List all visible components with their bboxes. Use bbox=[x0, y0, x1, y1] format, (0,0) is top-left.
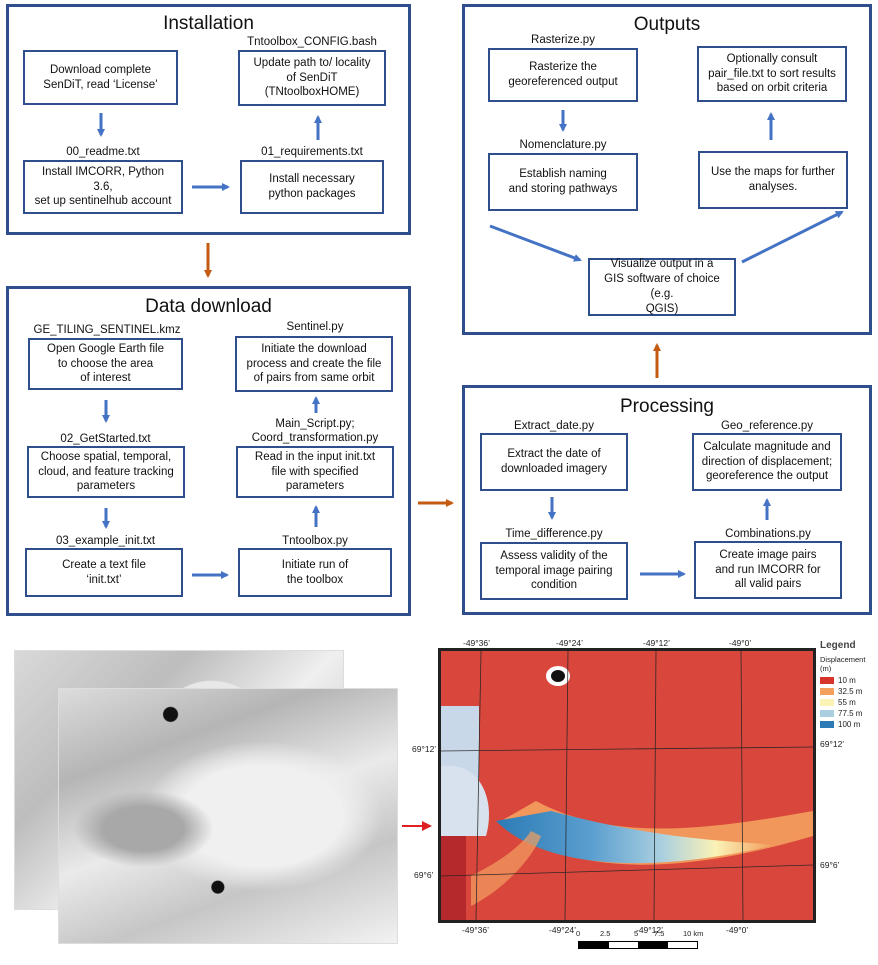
create-init-box: Create a text file ‘init.txt’ bbox=[25, 548, 183, 597]
legend-swatch bbox=[820, 721, 834, 728]
bottom-lon-4: -49°0’ bbox=[726, 925, 749, 935]
left-lat-2: 69°6’ bbox=[414, 870, 434, 880]
tntoolbox-filename: Tntoolbox.py bbox=[282, 535, 348, 547]
extract-date-filename: Extract_date.py bbox=[514, 420, 594, 432]
outputs-title: Outputs bbox=[633, 14, 701, 35]
combinations-filename: Combinations.py bbox=[725, 528, 811, 540]
create-pairs-box: Create image pairs and run IMCORR for al… bbox=[694, 541, 842, 599]
legend-swatch bbox=[820, 688, 834, 695]
scale-label-5: 5 bbox=[634, 929, 639, 938]
download-sendit-box: Download complete SenDiT, read ‘License’ bbox=[23, 50, 178, 105]
open-google-earth-box: Open Google Earth file to choose the are… bbox=[28, 338, 183, 390]
satellite-image-front bbox=[58, 688, 398, 944]
legend-label: 32.5 m bbox=[838, 687, 863, 696]
scale-bar bbox=[578, 941, 698, 949]
displacement-raster bbox=[441, 651, 813, 920]
assess-validity-box: Assess validity of the temporal image pa… bbox=[480, 542, 628, 600]
choose-parameters-box: Choose spatial, temporal, cloud, and fea… bbox=[27, 446, 185, 498]
nomenclature-filename: Nomenclature.py bbox=[519, 139, 607, 151]
scale-label-0: 0 bbox=[576, 929, 581, 938]
legend-label: 100 m bbox=[838, 720, 861, 729]
scale-label-10km: 10 km bbox=[683, 929, 704, 938]
bottom-lon-3: -49°12’ bbox=[636, 925, 664, 935]
data-download-title: Data download bbox=[145, 296, 272, 317]
legend-swatch bbox=[820, 710, 834, 717]
extract-date-box: Extract the date of downloaded imagery bbox=[480, 433, 628, 491]
initiate-toolbox-box: Initiate run of the toolbox bbox=[238, 548, 392, 597]
calculate-displacement-box: Calculate magnitude and direction of dis… bbox=[692, 433, 842, 491]
legend-item: 100 m bbox=[820, 720, 878, 729]
top-lon-1: -49°36’ bbox=[463, 638, 491, 648]
top-lon-3: -49°12’ bbox=[643, 638, 671, 648]
map-legend: Legend Displacement (m) 10 m 32.5 m 55 m… bbox=[820, 640, 878, 731]
example-init-filename: 03_example_init.txt bbox=[55, 535, 156, 547]
legend-label: 55 m bbox=[838, 698, 856, 707]
legend-label: 10 m bbox=[838, 676, 856, 685]
legend-subtitle: Displacement (m) bbox=[820, 655, 866, 673]
readme-filename: 00_readme.txt bbox=[66, 146, 140, 158]
displacement-map bbox=[438, 648, 816, 923]
left-lat-1: 69°12’ bbox=[412, 744, 437, 754]
use-maps-box: Use the maps for further analyses. bbox=[698, 151, 848, 209]
processing-title: Processing bbox=[620, 396, 714, 417]
requirements-filename: 01_requirements.txt bbox=[261, 146, 363, 158]
sentinel-filename: Sentinel.py bbox=[286, 321, 344, 333]
legend-swatch bbox=[820, 699, 834, 706]
getstarted-filename: 02_GetStarted.txt bbox=[60, 433, 151, 445]
legend-label: 77.5 m bbox=[838, 709, 863, 718]
initiate-download-box: Initiate the download process and create… bbox=[235, 336, 393, 392]
legend-swatch bbox=[820, 677, 834, 684]
main-script-filename: Main_Script.py; Coord_transformation.py bbox=[251, 418, 379, 445]
rasterize-box: Rasterize the georeferenced output bbox=[488, 48, 638, 102]
kmz-filename: GE_TILING_SENTINEL.kmz bbox=[33, 324, 181, 336]
naming-pathways-box: Establish naming and storing pathways bbox=[488, 153, 638, 211]
update-path-box: Update path to/ locality of SenDiT (TNto… bbox=[238, 50, 386, 106]
bottom-lon-2: -49°24’ bbox=[549, 925, 577, 935]
legend-item: 55 m bbox=[820, 698, 878, 707]
read-input-box: Read in the input init.txt file with spe… bbox=[236, 446, 394, 498]
install-packages-box: Install necessary python packages bbox=[240, 160, 384, 214]
top-lon-4: -49°0’ bbox=[729, 638, 752, 648]
legend-item: 32.5 m bbox=[820, 687, 878, 696]
right-lat-1: 69°12’ bbox=[820, 739, 845, 749]
bottom-lon-1: -49°36’ bbox=[462, 925, 490, 935]
time-difference-filename: Time_difference.py bbox=[505, 528, 603, 540]
consult-pair-file-box: Optionally consult pair_file.txt to sort… bbox=[697, 46, 847, 102]
scale-label-2-5: 2.5 bbox=[600, 929, 611, 938]
config-filename: Tntoolbox_CONFIG.bash bbox=[247, 36, 377, 48]
geo-reference-filename: Geo_reference.py bbox=[720, 420, 814, 432]
scale-label-7-5: 7.5 bbox=[654, 929, 665, 938]
installation-title: Installation bbox=[163, 13, 254, 34]
visualize-output-box: Visualize output in a GIS software of ch… bbox=[588, 258, 736, 316]
rasterize-filename: Rasterize.py bbox=[531, 34, 595, 46]
legend-item: 10 m bbox=[820, 676, 878, 685]
right-lat-2: 69°6’ bbox=[820, 860, 840, 870]
legend-title: Legend bbox=[820, 640, 856, 651]
install-imcorr-box: Install IMCORR, Python 3.6, set up senti… bbox=[23, 160, 183, 214]
top-lon-2: -49°24’ bbox=[556, 638, 584, 648]
legend-item: 77.5 m bbox=[820, 709, 878, 718]
